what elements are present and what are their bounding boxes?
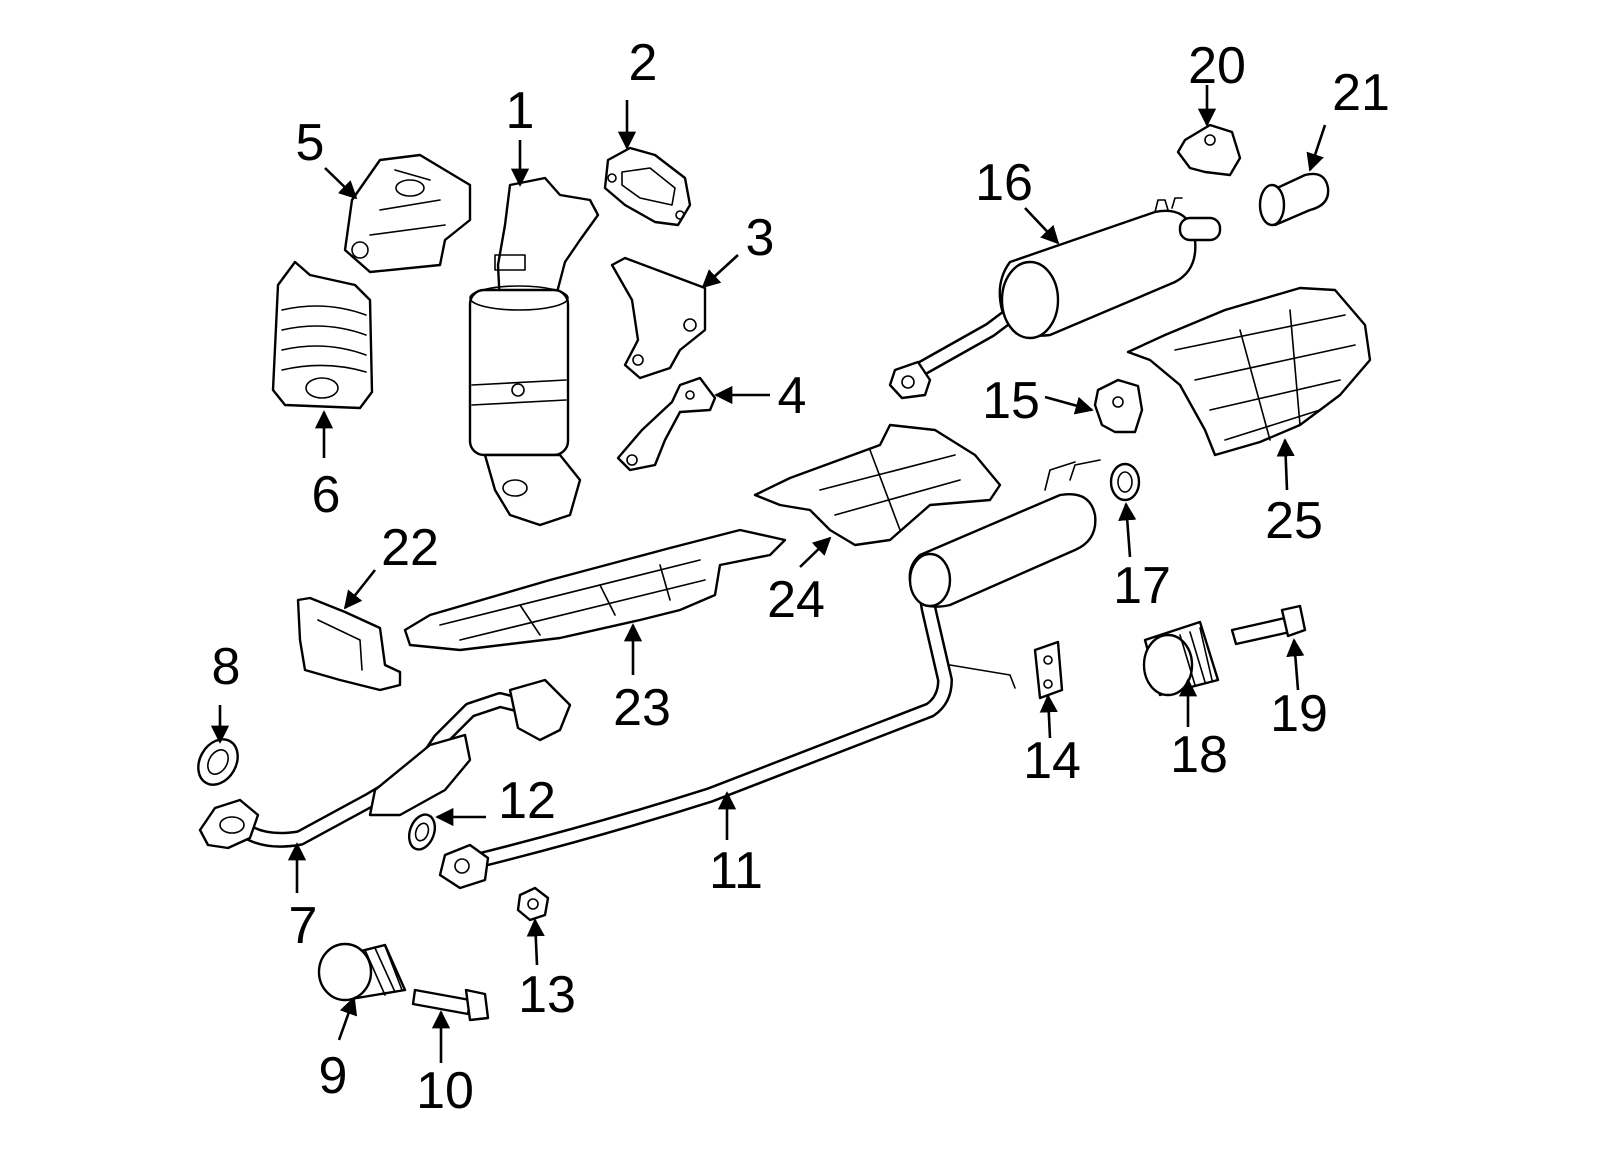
part-12-gasket[interactable] (405, 811, 440, 853)
callout-2: 2 (629, 34, 658, 92)
part-23-center-heat-shield[interactable] (403, 528, 787, 652)
part-24-heat-shield[interactable] (753, 423, 1002, 547)
part-3-bracket[interactable] (610, 256, 707, 380)
callout-20: 20 (1188, 37, 1246, 95)
callout-10: 10 (416, 1062, 474, 1120)
part-7-front-pipe[interactable] (198, 678, 572, 850)
callout-17: 17 (1113, 557, 1171, 615)
part-25-rear-heat-shield[interactable] (1126, 286, 1372, 457)
part-1-catalytic-converter[interactable] (468, 176, 600, 527)
callout-6: 6 (312, 466, 341, 524)
part-9-flex-joint[interactable] (317, 942, 407, 1002)
leader-arrows (210, 85, 1327, 1063)
callout-18: 18 (1170, 726, 1228, 784)
part-14-hanger[interactable] (1033, 640, 1064, 700)
part-10-bolt[interactable] (411, 988, 490, 1022)
callout-12: 12 (498, 772, 556, 830)
callout-22: 22 (381, 519, 439, 577)
callout-8: 8 (212, 638, 241, 696)
callout-21: 21 (1332, 64, 1390, 122)
callout-1: 1 (506, 82, 535, 140)
part-15-hanger[interactable] (1093, 378, 1144, 434)
part-8-gasket[interactable] (190, 732, 245, 792)
part-4-bracket[interactable] (616, 376, 717, 472)
part-2-manifold-gasket[interactable] (603, 146, 692, 227)
callout-3: 3 (746, 209, 775, 267)
part-5-upper-heat-shield[interactable] (343, 153, 472, 274)
callout-24: 24 (767, 571, 825, 629)
callout-14: 14 (1023, 732, 1081, 790)
part-18-flex-joint[interactable] (1142, 620, 1220, 697)
callout-16: 16 (975, 154, 1033, 212)
callout-labels: 1 2 3 4 5 6 7 8 9 10 11 12 13 14 15 16 1… (212, 34, 1390, 1120)
part-22-bracket[interactable] (296, 596, 402, 692)
part-11-center-pipe[interactable] (438, 459, 1101, 890)
part-6-lower-heat-shield[interactable] (271, 260, 374, 410)
callout-4: 4 (778, 367, 807, 425)
callout-11: 11 (709, 842, 763, 900)
part-21-exhaust-tip[interactable] (1258, 172, 1330, 227)
callout-25: 25 (1265, 492, 1323, 550)
part-16-rear-muffler[interactable] (888, 197, 1222, 400)
part-13-nut[interactable] (516, 886, 550, 922)
part-19-bolt[interactable] (1230, 604, 1307, 646)
part-20-hanger[interactable] (1176, 123, 1242, 177)
callout-9: 9 (319, 1047, 348, 1105)
callout-19: 19 (1270, 685, 1328, 743)
callout-13: 13 (518, 966, 576, 1024)
callout-23: 23 (613, 679, 671, 737)
callout-5: 5 (296, 114, 325, 172)
part-17-gasket[interactable] (1109, 462, 1141, 502)
callout-15: 15 (982, 372, 1040, 430)
callout-7: 7 (289, 897, 318, 955)
